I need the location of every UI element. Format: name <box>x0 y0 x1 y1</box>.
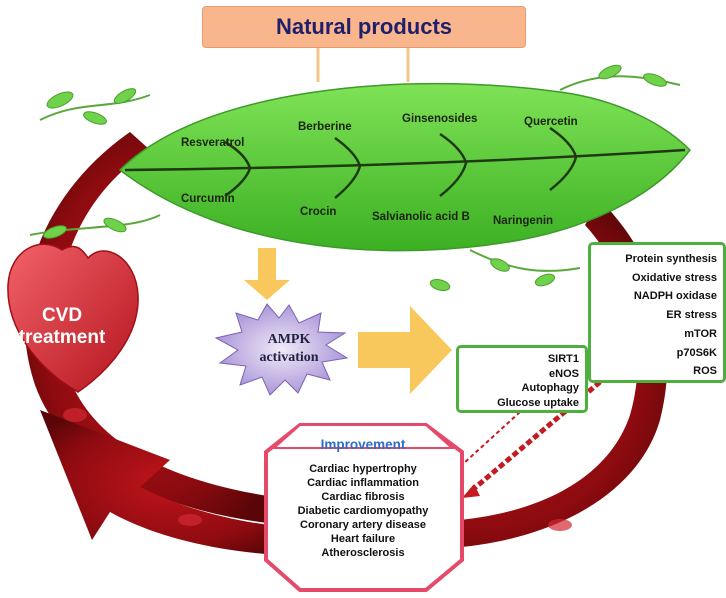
compound-label: Naringenin <box>493 215 554 227</box>
downregulated-box: Protein synthesis Oxidative stress NADPH… <box>588 242 726 383</box>
list-item: SIRT1 <box>547 353 579 365</box>
ampk-starburst <box>214 303 349 396</box>
compound-label: Resveratrol <box>181 137 245 149</box>
improvement-header-band <box>271 424 455 449</box>
leaf-to-ampk-arrow <box>244 248 290 300</box>
list-item: Cardiac hypertrophy <box>309 463 417 475</box>
list-item: Glucose uptake <box>497 396 579 409</box>
compound-label: Crocin <box>300 206 337 218</box>
ampk-label-line: AMPK <box>267 332 311 347</box>
cvd-label-line: treatment <box>18 327 106 348</box>
list-item: Cardiac inflammation <box>307 477 419 489</box>
vine-decoration <box>29 64 681 291</box>
page-title: Natural products <box>275 14 453 39</box>
ampk-label: AMPK activation <box>228 331 350 367</box>
downregulated-list: Protein synthesis Oxidative stress NADPH… <box>625 250 717 381</box>
compound-label: Berberine <box>298 121 352 133</box>
compound-label: Ginsenosides <box>402 113 478 125</box>
list-item: Cardiac fibrosis <box>321 491 405 503</box>
ampk-label-line: activation <box>259 350 319 365</box>
cvd-treatment-label: CVD treatment <box>2 305 122 349</box>
upregulated-box: SIRT1 eNOS Autophagy Glucose uptake <box>456 345 588 413</box>
list-item: Atherosclerosis <box>321 547 405 559</box>
list-item: Autophagy <box>521 382 579 394</box>
list-item: Coronary artery disease <box>300 519 426 531</box>
cvd-label-line: CVD <box>41 305 83 326</box>
list-item: Oxidative stress <box>632 271 717 284</box>
compound-label: Salvianolic acid B <box>372 211 470 223</box>
title-box: Natural products <box>202 6 526 48</box>
compound-label: Curcumin <box>181 193 235 205</box>
improvement-shield <box>264 423 464 592</box>
list-item: p70S6K <box>676 346 717 359</box>
heart-icon <box>7 243 139 393</box>
list-item: eNOS <box>549 367 579 380</box>
ampk-to-targets-arrow <box>358 306 452 394</box>
list-item: Protein synthesis <box>625 253 717 265</box>
list-item: ER stress <box>666 309 717 322</box>
list-item: ROS <box>693 365 717 378</box>
list-item: mTOR <box>684 327 717 340</box>
list-item: Heart failure <box>330 533 396 545</box>
improvement-list: Cardiac hypertrophy Cardiac inflammation… <box>275 462 451 560</box>
improvement-title: Improvement <box>320 437 406 452</box>
list-item: Diabetic cardiomyopathy <box>297 505 429 517</box>
upregulated-list: SIRT1 eNOS Autophagy Glucose uptake <box>497 352 579 410</box>
list-item: NADPH oxidase <box>633 290 717 303</box>
leaf <box>118 82 691 252</box>
compound-label: Quercetin <box>524 116 578 128</box>
